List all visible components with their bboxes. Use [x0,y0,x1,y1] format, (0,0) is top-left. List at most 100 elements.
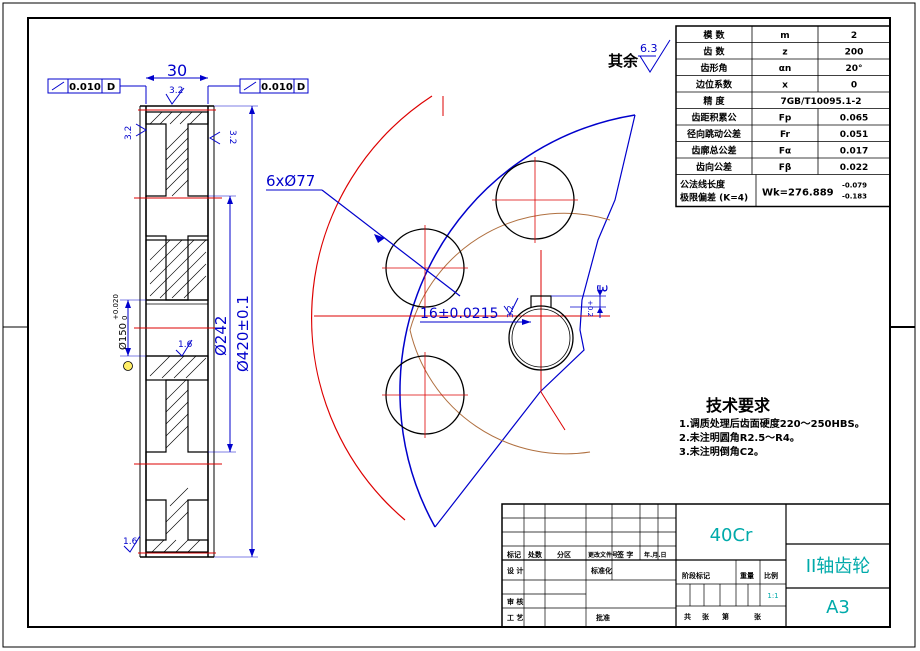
param-label-8: 齿向公差 [696,161,732,173]
tech-item-2: 2.未注明圆角R2.5～R4。 [679,431,800,444]
svg-text:张: 张 [702,612,710,621]
svg-text:共: 共 [684,612,691,621]
param-label-5: 齿距积累公 [691,112,736,124]
width-dimension: 30 [146,61,208,81]
param-value-4: 7GB/T10095.1-2 [781,97,862,107]
span-dev-lower: -0.183 [842,193,867,201]
gear-parameters-table: 模 数 m 2 齿 数 z 200 齿形角 αn 20° 边位系数 x 0 精 度 7GB/T10095.… [675,25,891,208]
param-symbol-0: m [780,31,789,41]
param-value-0: 2 [851,31,857,41]
svg-text:分区: 分区 [557,550,571,559]
svg-text:6.3: 6.3 [640,42,658,55]
svg-text:签 字: 签 字 [616,550,633,559]
param-symbol-3: x [782,81,788,91]
param-value-5: 0.065 [840,114,868,124]
param-symbol-7: Fα [779,147,791,157]
svg-text:审 核: 审 核 [507,597,523,606]
key-depth-callout: 3 +0.2 [551,284,609,318]
keyway-label: 16±0.0215 [420,306,499,322]
svg-text:+0.020: +0.020 [112,294,120,320]
svg-text:阶段标记: 阶段标记 [682,571,710,580]
roughness-left: 3.2 [124,123,147,140]
keyway-callout: 16±0.0215 3.2 [420,297,531,325]
param-value-1: 200 [845,48,864,58]
tol-right-value: 0.010 [261,82,293,93]
svg-text:比例: 比例 [764,571,778,580]
technical-requirements: 技术要求 1.调质处理后齿面硬度220～250HBS。 2.未注明圆角R2.5～… [679,396,865,458]
roughness-right: 3.2 [209,130,237,145]
roughness-mid: 1.6 [175,339,193,357]
svg-text:1.6: 1.6 [123,537,138,547]
span-value: Wk=276.889 [762,188,834,199]
svg-text:Ø150: Ø150 [117,323,129,350]
svg-text:更改文件号: 更改文件号 [588,551,618,559]
svg-text:批准: 批准 [596,613,610,622]
surface-finish-note: 其余 6.3 [608,39,671,73]
span-dev-upper: -0.079 [842,182,867,190]
svg-text:重量: 重量 [740,571,754,580]
svg-text:设 计: 设 计 [507,566,523,575]
holes-label: 6xØ77 [266,172,315,190]
width-value: 30 [167,61,187,80]
material: 40Cr [710,525,753,546]
title-block: 标记 处数 分区 更改文件号 签 字 年.月.日 设 计 标准化 阶段标记 重量… [501,503,891,628]
svg-text:标准化: 标准化 [590,566,612,575]
tech-item-3: 3.未注明倒角C2。 [679,445,764,458]
param-symbol-6: Fr [780,130,791,140]
svg-text:工 艺: 工 艺 [507,613,523,622]
span-label-2: 极限偏差 (K=4) [680,192,748,204]
inner-frame [27,17,891,628]
tol-left-datum: D [107,82,115,93]
param-value-7: 0.017 [840,147,868,157]
svg-text:其余: 其余 [608,52,639,70]
svg-text:标记: 标记 [506,550,521,559]
param-value-2: 20° [845,64,862,74]
tech-item-1: 1.调质处理后齿面硬度220～250HBS。 [679,417,865,430]
svg-text:3.2: 3.2 [227,130,237,144]
svg-text:张: 张 [754,612,762,621]
param-value-6: 0.051 [840,130,868,140]
svg-text:3.2: 3.2 [169,86,183,96]
param-label-4: 精 度 [703,95,725,107]
hub-diameter-dimension: Ø242 [208,195,236,453]
roughness-top: 3.2 [165,86,185,105]
svg-text:年.月.日: 年.月.日 [644,551,667,559]
param-symbol-8: Fβ [779,163,792,173]
tol-frame-right: 0.010 D [207,78,309,104]
bore-circle [508,305,574,371]
svg-text:1.6: 1.6 [178,340,193,350]
svg-text:Ø242: Ø242 [212,316,230,356]
param-label-1: 齿 数 [703,46,725,58]
bore-marker [123,361,133,371]
front-view [311,95,636,528]
svg-text:3.2: 3.2 [124,126,134,140]
param-symbol-1: z [782,48,787,58]
tol-left-value: 0.010 [69,82,101,93]
tech-title: 技术要求 [706,396,771,415]
svg-text:+0.2: +0.2 [586,300,594,317]
param-value-8: 0.022 [840,163,868,173]
holes-callout: 6xØ77 [266,172,461,297]
svg-text:处数: 处数 [527,550,543,559]
param-label-3: 边位系数 [695,79,733,91]
param-label-7: 齿廓总公差 [691,145,736,157]
param-symbol-5: Fp [779,114,792,124]
part-name: II轴齿轮 [806,556,871,577]
param-label-0: 模 数 [703,29,725,41]
sheet-size: A3 [826,597,850,618]
svg-text:3: 3 [593,284,609,293]
bore-dimension: Ø150 +0.020 0 [112,294,146,357]
param-symbol-2: αn [779,64,792,74]
roughness-bottom: 1.6 [123,535,141,553]
param-value-3: 0 [851,81,857,91]
tol-right-datum: D [297,82,305,93]
svg-text:3.2: 3.2 [506,305,515,318]
svg-text:第: 第 [722,612,729,621]
param-label-2: 齿形角 [700,62,727,74]
scale-value: 1:1 [767,592,778,600]
tol-frame-left: 0.010 D [47,78,147,104]
section-view [123,105,222,558]
svg-text:0: 0 [121,316,129,320]
svg-text:Ø420±0.1: Ø420±0.1 [234,295,252,372]
